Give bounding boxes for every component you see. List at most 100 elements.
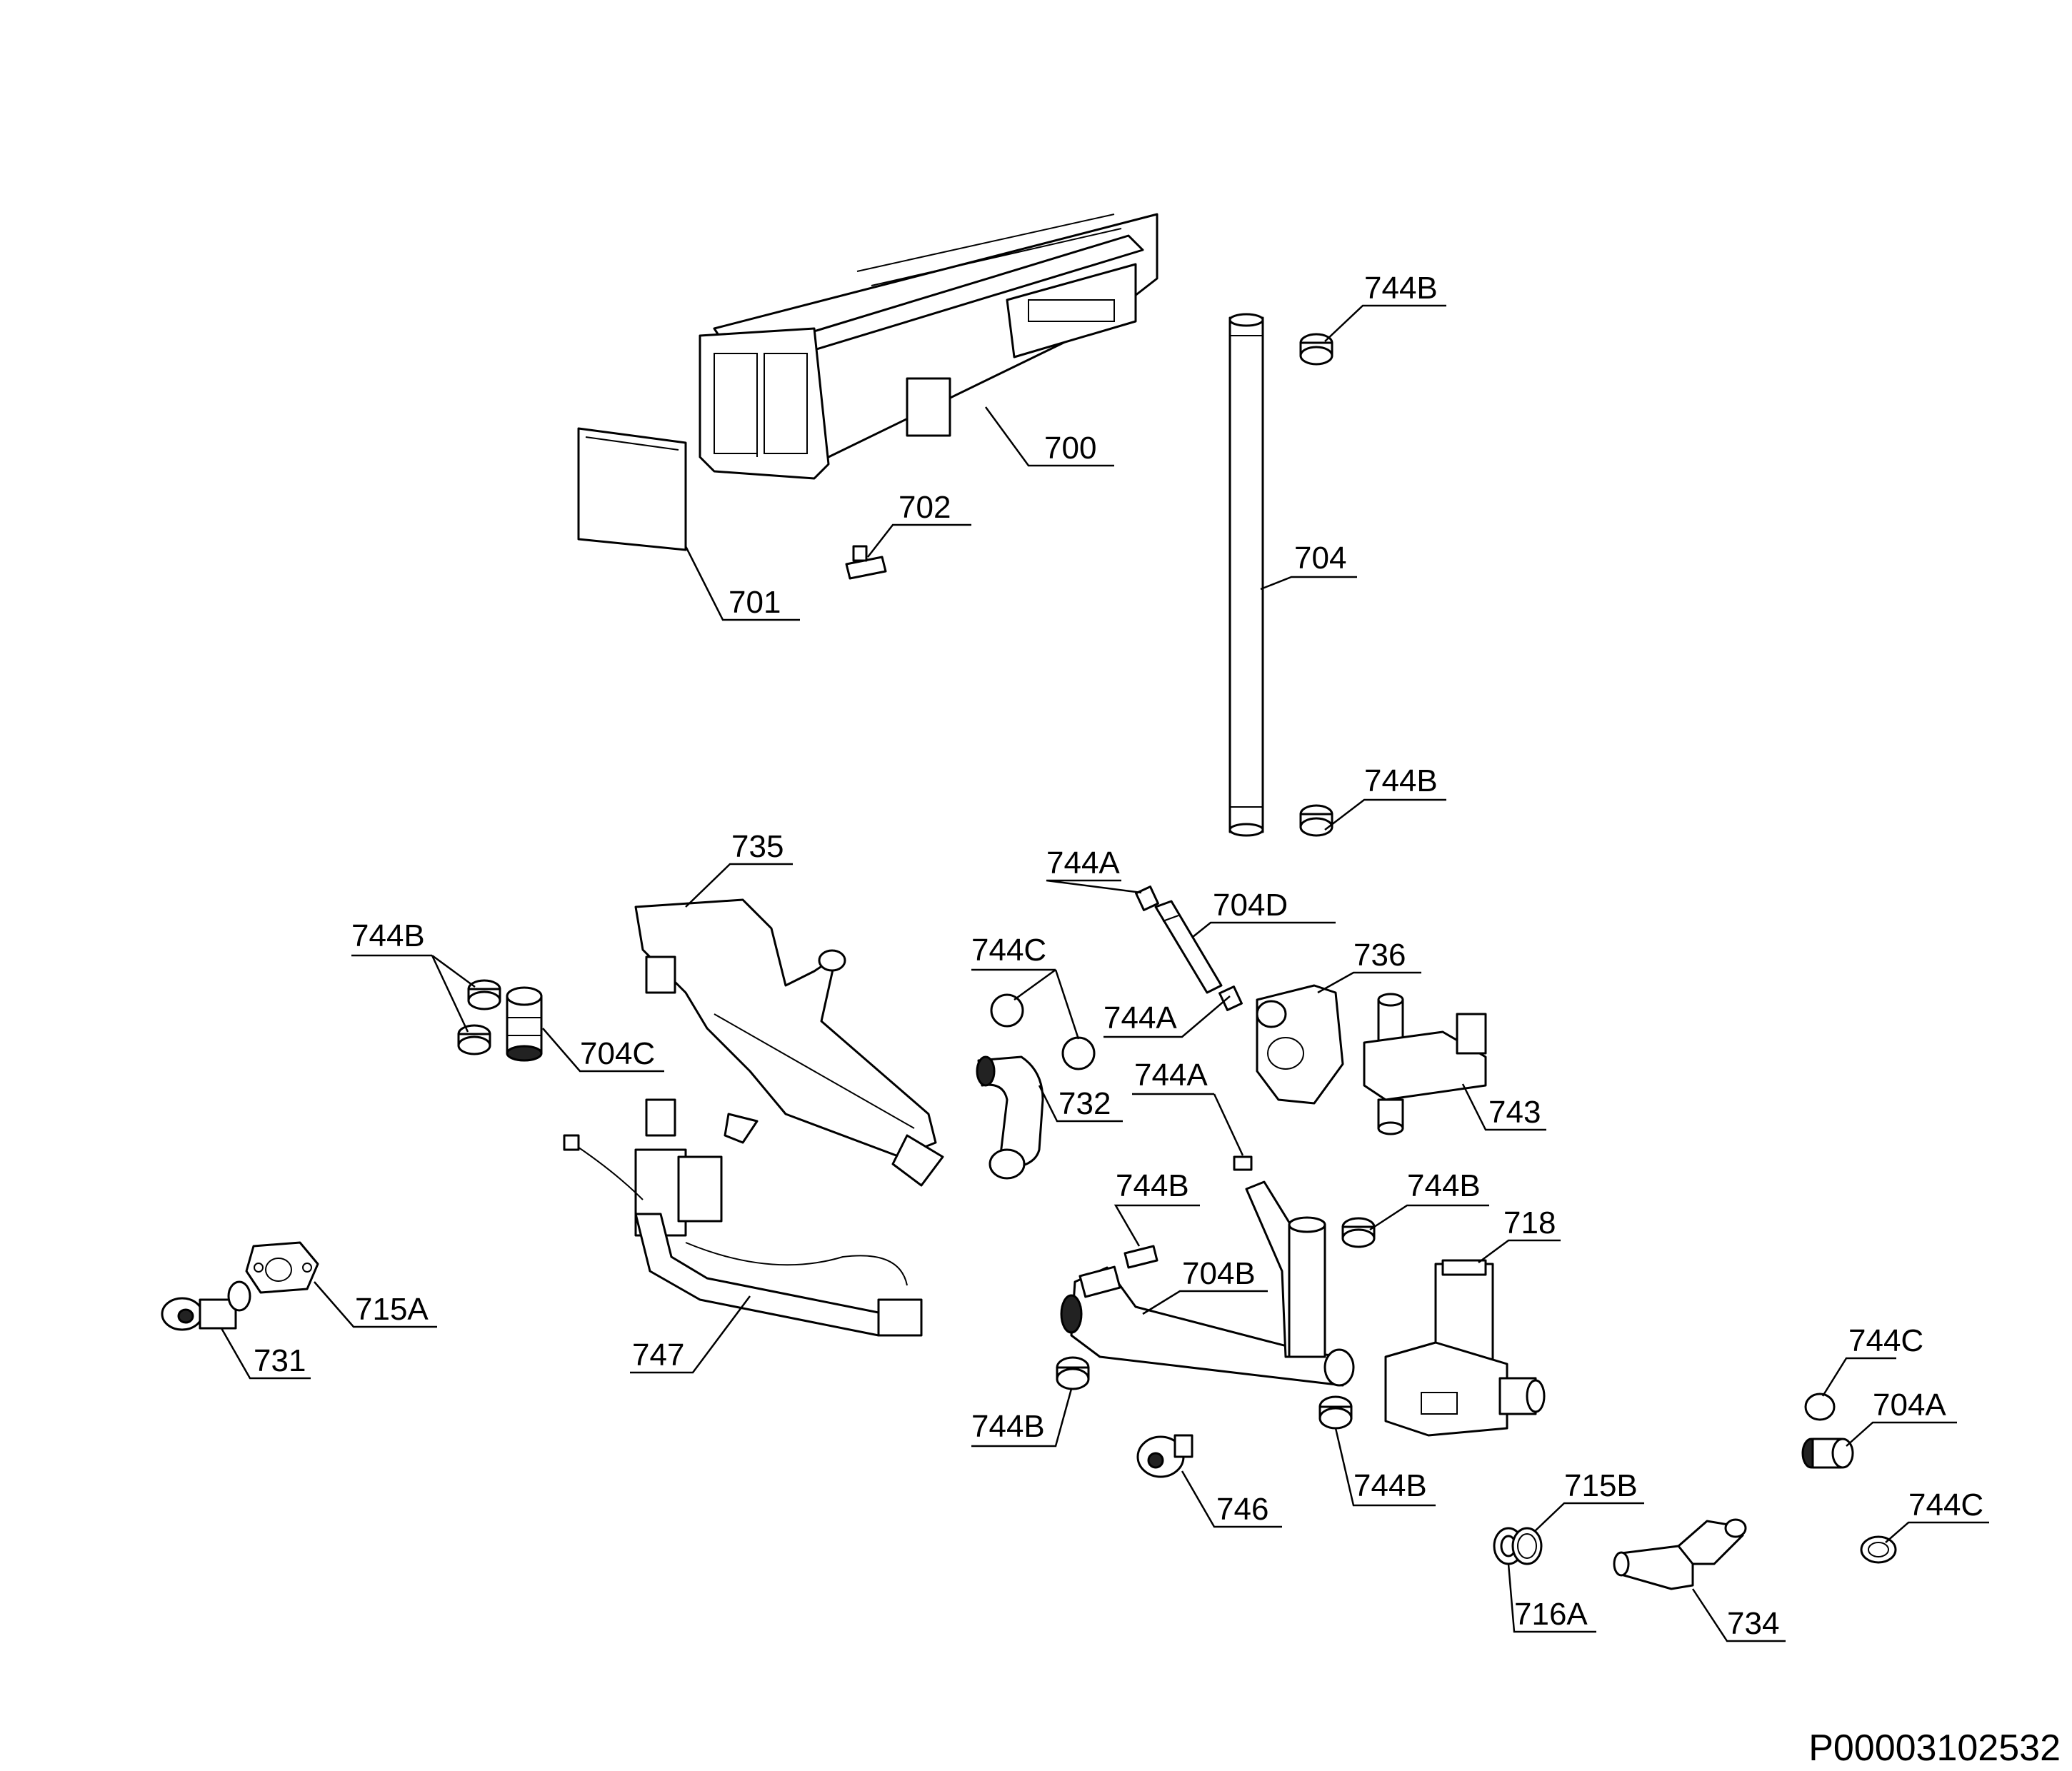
callout-label: 704C — [580, 1036, 655, 1071]
callout-label: 747 — [632, 1338, 684, 1373]
part-704B-t-hose — [1060, 1180, 1355, 1387]
part-704C-coupler — [506, 986, 543, 1062]
callout-label: 744A — [1046, 846, 1120, 881]
part-744C-clamp-2 — [1804, 1393, 1836, 1421]
callout-744B-7: 744B — [1334, 1428, 1436, 1507]
part-715A-gasket — [245, 1241, 319, 1294]
callout-label: 744B — [1364, 271, 1438, 306]
part-734-elbow-connector — [1613, 1518, 1747, 1590]
callout-label: 715B — [1564, 1468, 1638, 1503]
callout-label: 701 — [729, 585, 781, 620]
callout-label: 744B — [1116, 1168, 1189, 1203]
callout-label: 718 — [1503, 1205, 1556, 1240]
callout-label: 744B — [1364, 763, 1438, 798]
callout-label: 744C — [971, 933, 1046, 968]
callout-label: 702 — [899, 490, 951, 525]
part-704D-short-tube — [1154, 900, 1223, 994]
callout-label: 744B — [351, 918, 425, 953]
callout-label: 704 — [1294, 541, 1346, 576]
callout-label: 744C — [1908, 1487, 1983, 1522]
callout-704D: 704D — [1192, 888, 1336, 938]
part-702-clip — [845, 545, 887, 580]
callout-744C-2: 744C — [1821, 1323, 1923, 1397]
callout-704: 704 — [1260, 541, 1357, 591]
part-736-air-chamber — [1256, 984, 1344, 1105]
part-744A-sleeve-1 — [1135, 886, 1159, 911]
callout-744C-1: 744C — [971, 933, 1080, 1040]
callout-700: 700 — [984, 406, 1114, 467]
callout-701: 701 — [684, 546, 800, 621]
callout-744B-4: 744B — [1113, 1168, 1200, 1247]
part-747-pressure-switch-assembly — [563, 1098, 923, 1337]
callout-704B: 704B — [1142, 1256, 1268, 1315]
callout-label: 704D — [1213, 888, 1288, 923]
part-744B-clamp-6 — [1056, 1356, 1090, 1390]
part-744B-clamp-top — [1299, 333, 1333, 366]
part-744B-clamp-5 — [1341, 1217, 1376, 1248]
callout-label: 744B — [1407, 1168, 1481, 1203]
callout-label: 744B — [971, 1409, 1045, 1444]
callout-744B-6: 744B — [971, 1388, 1073, 1448]
callout-744A-2: 744A — [1103, 995, 1231, 1038]
callout-732: 732 — [1038, 1085, 1123, 1123]
callout-label: 704B — [1182, 1256, 1256, 1291]
part-744B-clamp-mid — [1299, 804, 1333, 837]
callout-735: 735 — [685, 829, 793, 908]
callout-744B-left: 744B — [351, 918, 476, 1033]
callout-label: 716A — [1514, 1597, 1588, 1632]
callout-label: 744A — [1103, 1000, 1177, 1035]
callout-734: 734 — [1691, 1588, 1786, 1642]
callout-label: 700 — [1044, 431, 1096, 466]
callout-label: 744A — [1134, 1058, 1208, 1093]
part-744B-clamp-left-pair — [457, 979, 501, 1055]
callout-704C: 704C — [542, 1028, 664, 1073]
callout-743: 743 — [1461, 1083, 1546, 1131]
part-715B-seal — [1511, 1527, 1543, 1565]
callout-label: 736 — [1353, 938, 1406, 973]
callout-label: 731 — [254, 1343, 306, 1378]
callout-736: 736 — [1317, 938, 1421, 994]
callout-744A-3: 744A — [1132, 1058, 1244, 1156]
callout-label: 732 — [1058, 1086, 1111, 1121]
part-700-dispenser-housing — [699, 213, 1158, 480]
part-701-cover-plate — [577, 427, 687, 551]
part-743-inlet-valve — [1363, 993, 1487, 1135]
callout-label: 744B — [1353, 1468, 1427, 1503]
callout-718: 718 — [1478, 1205, 1561, 1264]
part-744C-clamp-1 — [990, 993, 1096, 1070]
callout-716A: 716A — [1507, 1563, 1596, 1633]
callout-715A: 715A — [314, 1281, 437, 1328]
document-id: P00003102532 — [1808, 1727, 2061, 1769]
callout-731: 731 — [220, 1328, 311, 1380]
part-704-long-tube — [1228, 313, 1264, 837]
callout-744B-mid: 744B — [1324, 763, 1446, 831]
callout-744B-top: 744B — [1324, 271, 1446, 342]
callout-label: 735 — [731, 829, 784, 864]
callout-702: 702 — [867, 490, 971, 558]
part-735-air-break — [634, 898, 944, 1187]
callout-label: 704A — [1873, 1388, 1946, 1423]
part-718-flow-meter — [1384, 1259, 1546, 1437]
callout-label: 743 — [1488, 1095, 1541, 1130]
part-744A-sleeve-2 — [1218, 985, 1243, 1011]
callout-744B-5: 744B — [1369, 1168, 1489, 1231]
callout-747: 747 — [630, 1295, 751, 1374]
callout-704A: 704A — [1846, 1388, 1957, 1447]
part-744B-clamp-4 — [1123, 1245, 1158, 1269]
part-744B-clamp-7 — [1318, 1395, 1353, 1430]
callout-744A-1: 744A — [1046, 846, 1142, 894]
part-704A-bush — [1801, 1438, 1854, 1469]
callout-label: 744C — [1848, 1323, 1923, 1358]
callout-715B: 715B — [1533, 1468, 1644, 1532]
part-746-small-valve — [1136, 1434, 1193, 1478]
part-731-inlet-fitting — [161, 1280, 251, 1331]
callout-746: 746 — [1181, 1470, 1282, 1528]
part-744C-clamp-3 — [1860, 1535, 1897, 1564]
callout-label: 746 — [1216, 1492, 1268, 1527]
callout-744C-3: 744C — [1885, 1487, 1989, 1543]
callout-label: 715A — [355, 1292, 429, 1327]
part-744A-sleeve-3 — [1233, 1155, 1253, 1171]
callout-label: 734 — [1727, 1606, 1779, 1641]
part-732-curved-hose — [976, 1055, 1044, 1180]
